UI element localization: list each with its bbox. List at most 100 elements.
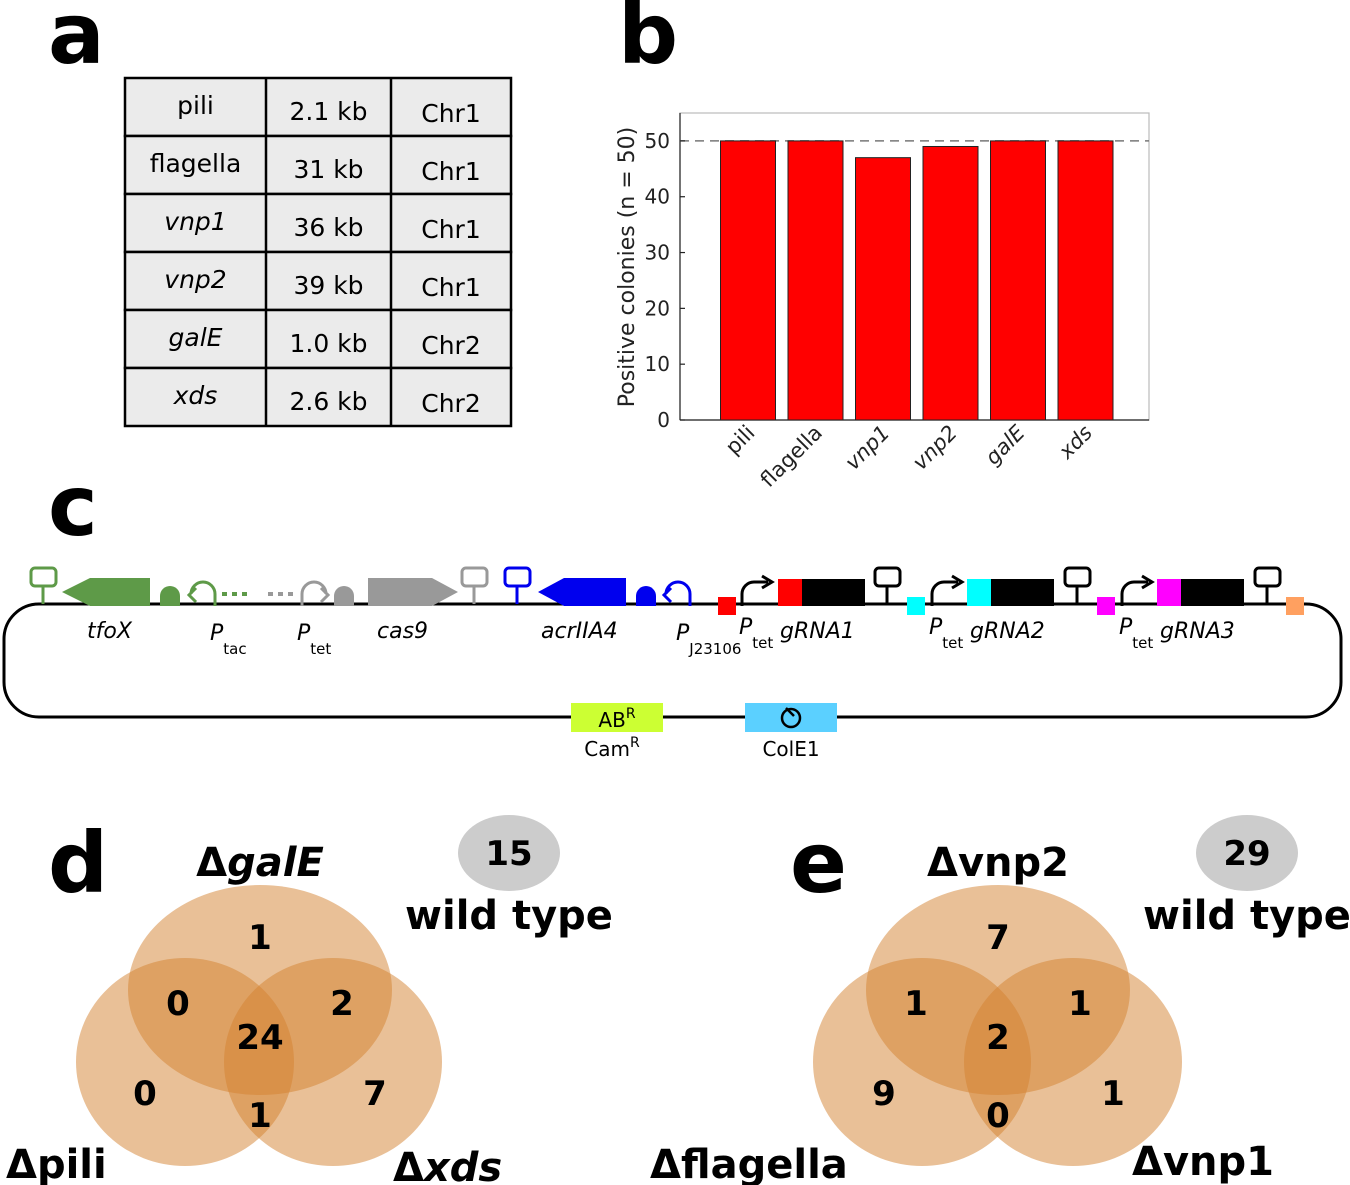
resistance-box bbox=[571, 703, 663, 732]
terminator-icon bbox=[873, 566, 902, 604]
table-cell-name: pili bbox=[177, 91, 214, 120]
panel-label-a: a bbox=[48, 0, 105, 83]
ptet-label: Ptet bbox=[929, 615, 963, 652]
plasmid-backbone bbox=[2, 602, 1343, 719]
table-cell-chr: Chr1 bbox=[421, 99, 481, 128]
bar-pili bbox=[720, 140, 776, 421]
grna3-scaffold bbox=[1181, 579, 1244, 606]
table-cell-size: 1.0 kb bbox=[289, 329, 367, 358]
venn-label-vnp1: Δvnp1 bbox=[1132, 1139, 1274, 1185]
table-row bbox=[123, 134, 513, 196]
ptet-label: Ptet bbox=[739, 615, 773, 652]
venn-circle-flagella bbox=[813, 958, 1031, 1166]
venn-value-top-left: 1 bbox=[904, 984, 928, 1024]
cam-resistance-label: CamR bbox=[584, 735, 640, 761]
venn-circle-xds bbox=[224, 958, 442, 1166]
table-cell-name: vnp2 bbox=[164, 265, 226, 294]
bar-xds bbox=[1057, 140, 1114, 421]
venn-value-top-left: 0 bbox=[166, 984, 190, 1024]
bar-galE bbox=[990, 140, 1046, 421]
venn-label-vnp2: Δvnp2 bbox=[927, 840, 1069, 886]
terminator-icon bbox=[503, 566, 532, 604]
spacer-marker-orange bbox=[1286, 597, 1304, 615]
ptet-label: Ptet bbox=[297, 621, 331, 658]
terminator-icon bbox=[1253, 566, 1282, 604]
venn-label-xds: Δxds bbox=[393, 1145, 502, 1185]
promoter-arrow-icon bbox=[930, 574, 965, 606]
table-cell-size: 36 kb bbox=[293, 213, 363, 242]
rbs-icon bbox=[636, 586, 656, 606]
cas9-gene-arrow bbox=[368, 578, 458, 606]
x-tick-label: pili bbox=[721, 421, 760, 460]
venn-value-top-right: 1 bbox=[1068, 984, 1092, 1024]
venn-value-top-only: 1 bbox=[248, 918, 272, 958]
venn-value-left-right: 0 bbox=[986, 1096, 1010, 1136]
grna1-spacer bbox=[778, 579, 802, 606]
table-cell-chr: Chr1 bbox=[421, 273, 481, 302]
x-tick-label: xds bbox=[1053, 421, 1097, 465]
panel-label-c: c bbox=[48, 457, 98, 555]
grna1-label: gRNA1 bbox=[780, 619, 855, 644]
ab-resistance-label: ABR bbox=[598, 706, 635, 732]
venn-value-top-only: 7 bbox=[986, 918, 1010, 958]
origin-label: ColE1 bbox=[762, 737, 819, 761]
grna2-scaffold bbox=[991, 579, 1054, 606]
origin-icon bbox=[780, 707, 802, 729]
ptac-promoter-icon bbox=[186, 580, 217, 606]
x-tick-label: vnp1 bbox=[840, 421, 894, 475]
table-cell-chr: Chr1 bbox=[421, 157, 481, 186]
table-row bbox=[123, 76, 513, 138]
plasmid-map: tfoX cas9 acrIIA4 gRNA1 gRNA2 gRNA3 Ptac… bbox=[2, 566, 1343, 761]
pj23106-promoter-icon bbox=[661, 580, 692, 606]
table-row bbox=[123, 366, 513, 428]
rbs-icon bbox=[334, 586, 354, 606]
venn-label-pili: Δpili bbox=[6, 1142, 107, 1185]
wild-type-bubble bbox=[1196, 815, 1298, 891]
grna2-label: gRNA2 bbox=[970, 619, 1045, 644]
venn-label-galE: ΔgalE bbox=[196, 840, 324, 886]
table-cell-chr: Chr2 bbox=[421, 331, 481, 360]
acriia4-gene-arrow bbox=[538, 578, 626, 606]
cas9-label: cas9 bbox=[377, 619, 428, 644]
panel-label-b: b bbox=[618, 0, 678, 83]
table-cell-name: vnp1 bbox=[164, 207, 226, 236]
bar-vnp1 bbox=[855, 157, 911, 421]
bar-vnp2 bbox=[922, 145, 979, 421]
spacer-marker-red bbox=[718, 597, 736, 615]
venn-label-flagella: Δflagella bbox=[650, 1142, 848, 1185]
venn-value-right-only: 7 bbox=[363, 1074, 387, 1114]
venn-diagram-e: Δvnp2 Δflagella Δvnp1 7 1 1 2 9 1 0 29 w… bbox=[650, 815, 1350, 1185]
x-tick-label: vnp2 bbox=[908, 421, 962, 475]
y-tick-label: 40 bbox=[645, 185, 670, 209]
venn-value-center: 24 bbox=[236, 1018, 283, 1058]
x-tick-label: galE bbox=[981, 420, 1031, 470]
venn-circle-vnp1 bbox=[964, 958, 1182, 1166]
bar-flagella bbox=[787, 140, 844, 421]
venn-value-top-right: 2 bbox=[330, 984, 354, 1024]
x-tick-label: flagella bbox=[756, 421, 827, 492]
terminator-icon bbox=[460, 566, 489, 604]
terminator-icon bbox=[1063, 566, 1092, 604]
venn-value-left-only: 0 bbox=[133, 1074, 157, 1114]
table-cell-size: 31 kb bbox=[293, 155, 363, 184]
grna3-label: gRNA3 bbox=[1160, 619, 1235, 644]
table-cell-size: 2.6 kb bbox=[289, 387, 367, 416]
ptet-label: Ptet bbox=[1119, 615, 1153, 652]
venn-value-right-only: 1 bbox=[1101, 1074, 1125, 1114]
table-cell-name: xds bbox=[173, 381, 218, 410]
venn-value-left-only: 9 bbox=[872, 1074, 896, 1114]
wild-type-label: wild type bbox=[405, 893, 613, 939]
y-tick-label: 30 bbox=[645, 241, 670, 265]
wild-type-count: 29 bbox=[1223, 834, 1270, 874]
wild-type-label: wild type bbox=[1143, 893, 1350, 939]
tfox-gene-arrow bbox=[62, 578, 150, 606]
rbs-icon bbox=[160, 586, 180, 606]
y-axis-label: Positive colonies (n = 50) bbox=[615, 127, 640, 408]
grna2-spacer bbox=[967, 579, 991, 606]
panel-label-d: d bbox=[48, 814, 108, 912]
wild-type-bubble bbox=[458, 815, 560, 891]
table-cell-name: flagella bbox=[150, 149, 242, 178]
